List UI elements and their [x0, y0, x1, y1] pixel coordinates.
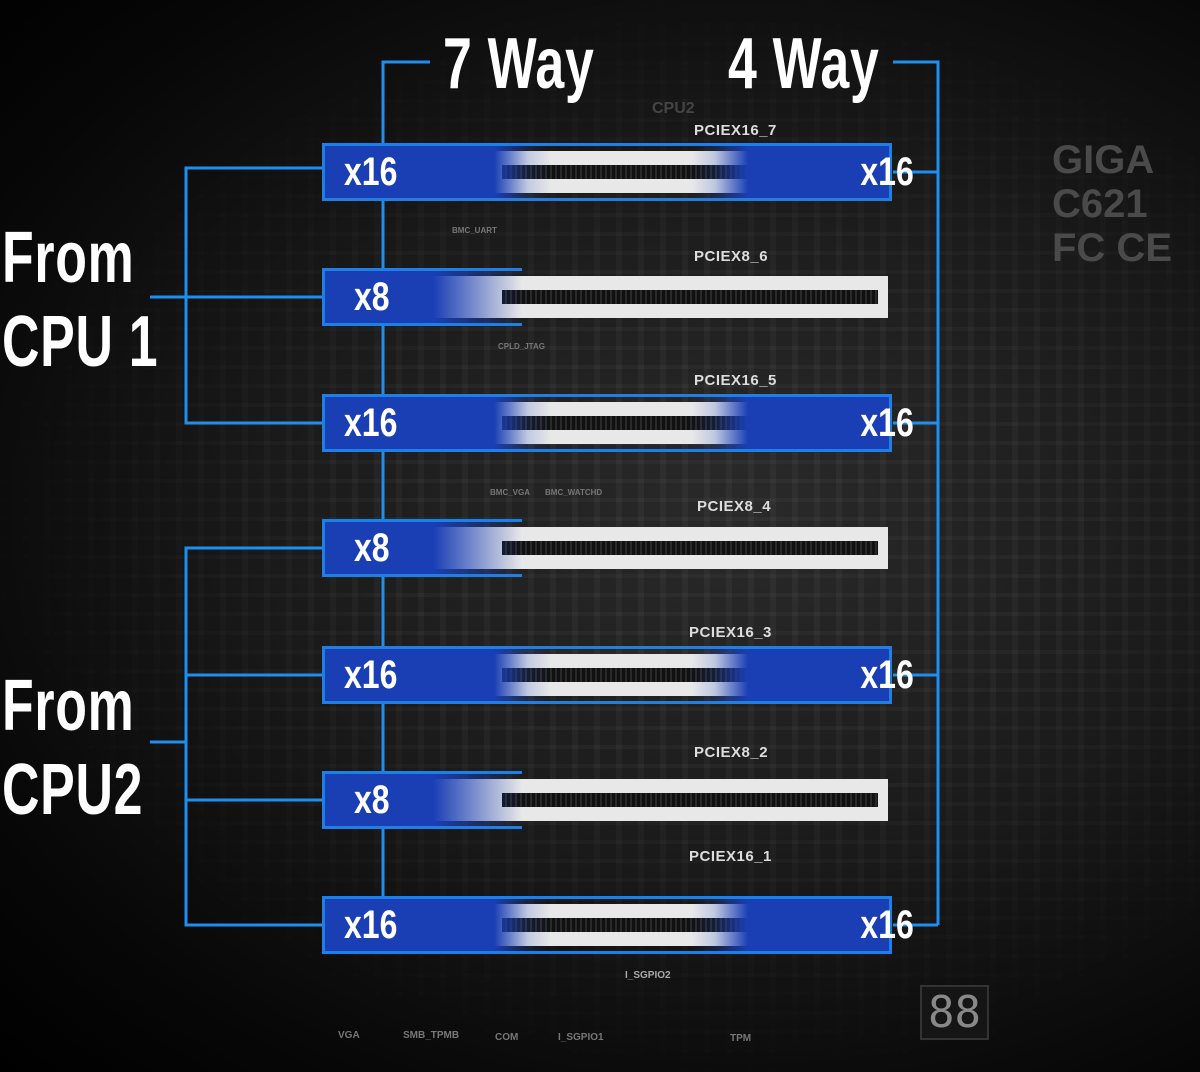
pcie-slot-pciex16-1: x16 x16 — [322, 896, 914, 954]
board-label-sgpio2: I_SGPIO2 — [625, 970, 671, 981]
pcie-slot-pciex16-3: x16 x16 — [322, 646, 914, 704]
lane-width-4way: x16 — [860, 401, 914, 445]
four-way-line — [893, 60, 940, 925]
board-label-bmc-vga: BMC_VGA — [490, 488, 531, 497]
pcie-slot-pciex8-4: x8 — [322, 519, 892, 577]
debug-led-display: 88 — [920, 985, 989, 1040]
cpu2-label-from: From — [2, 666, 135, 746]
lane-width-7way: x16 — [344, 401, 398, 445]
pcie-slot-pciex16-5: x16 x16 — [322, 394, 914, 452]
seven-way-heading: 7 Way — [443, 24, 595, 104]
board-label-com: COM — [495, 1032, 519, 1043]
cpu1-label-from: From — [2, 218, 135, 298]
board-label-vga: VGA — [338, 1030, 360, 1041]
logo-marks: FC CE — [1052, 226, 1172, 270]
seven-way-line — [381, 60, 430, 925]
slot-label: PCIEX8_4 — [697, 498, 772, 515]
four-way-heading: 4 Way — [728, 24, 880, 104]
pcie-slot-pciex8-6: x8 — [322, 268, 892, 326]
slot-label: PCIEX8_6 — [694, 248, 769, 265]
lane-width-7way: x8 — [354, 526, 390, 570]
cpu1-label-cpu: CPU 1 — [2, 302, 159, 382]
board-label-bmc-uart: BMC_UART — [452, 226, 497, 235]
lane-width-4way: x16 — [860, 653, 914, 697]
lane-width-7way: x8 — [354, 275, 390, 319]
lane-width-4way: x16 — [860, 150, 914, 194]
cpu2-label-cpu: CPU2 — [2, 750, 144, 830]
lane-width-7way: x16 — [344, 903, 398, 947]
logo-brand: GIGA — [1052, 138, 1155, 182]
board-label-tpm: TPM — [730, 1033, 752, 1044]
board-logo: GIGA C621 FC CE — [1052, 138, 1172, 270]
pcie-slot-pciex16-7: x16 x16 — [322, 143, 914, 201]
slot-label: PCIEX16_3 — [689, 624, 772, 641]
cpu2-bracket — [184, 546, 322, 927]
board-label-bmc-watchd: BMC_WATCHD — [545, 488, 603, 497]
slot-label: PCIEX8_2 — [694, 744, 769, 761]
slot-label: PCIEX16_1 — [689, 848, 772, 865]
board-label-cpld-jtag: CPLD_JTAG — [498, 342, 545, 351]
logo-model: C621 — [1052, 182, 1148, 226]
lane-width-4way: x16 — [860, 903, 914, 947]
board-label-cpu2: CPU2 — [652, 100, 695, 117]
board-label-sgpio1: I_SGPIO1 — [558, 1032, 604, 1043]
slot-label: PCIEX16_7 — [694, 122, 777, 139]
lane-width-7way: x8 — [354, 778, 390, 822]
slot-label: PCIEX16_5 — [694, 372, 777, 389]
lane-width-7way: x16 — [344, 150, 398, 194]
board-label-smb-tpmb: SMB_TPMB — [403, 1030, 460, 1041]
pcie-slot-pciex8-2: x8 — [322, 771, 892, 829]
lane-width-7way: x16 — [344, 653, 398, 697]
